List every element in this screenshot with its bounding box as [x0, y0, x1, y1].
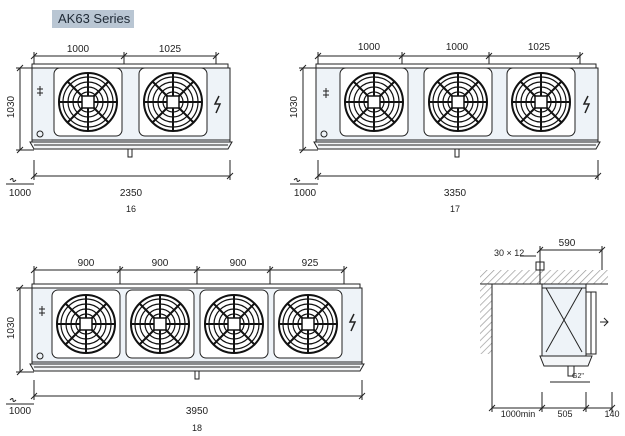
unit-17-model: 17: [450, 204, 460, 214]
unit-18-offset: 1000: [9, 406, 32, 417]
unit-17-dim-2: 1000: [446, 42, 469, 53]
side-fan-label: 140: [604, 409, 619, 419]
unit-16-height: 1030: [6, 95, 17, 118]
series-title: AK63 Series: [58, 11, 131, 26]
unit-16-dim-1: 1000: [67, 44, 90, 55]
unit-18-model: 18: [192, 423, 202, 433]
unit-17-offset: 1000: [294, 188, 317, 199]
fan-icon: [138, 67, 208, 137]
fan-icon: [506, 67, 576, 137]
fan-icon: [125, 289, 195, 359]
unit-18-dim-1: 900: [78, 258, 95, 269]
unit-18-dim-3: 900: [230, 258, 247, 269]
side-depth-label: 590: [559, 238, 576, 249]
unit-18-overall: 3950: [186, 406, 209, 417]
side-bolt-label: 30 × 12: [494, 248, 524, 258]
side-view-drawing: [480, 246, 616, 412]
side-body-label: 505: [557, 409, 572, 419]
unit-16-dim-2: 1025: [159, 44, 182, 55]
unit-17-dim-3: 1025: [528, 42, 551, 53]
fan-icon: [423, 67, 493, 137]
unit-17-dim-1: 1000: [358, 42, 381, 53]
unit-18-dim-2: 900: [152, 258, 169, 269]
unit-16-offset: 1000: [9, 188, 32, 199]
fan-icon: [53, 67, 123, 137]
fan-icon: [339, 67, 409, 137]
unit-18-dim-4: 925: [302, 258, 319, 269]
unit-17-height: 1030: [289, 95, 300, 118]
unit-18-height: 1030: [6, 316, 17, 339]
series-tab: [52, 10, 134, 28]
unit-17-overall: 3350: [444, 188, 467, 199]
unit-16-model: 16: [126, 204, 136, 214]
fan-icon: [51, 289, 121, 359]
fan-icon: [199, 289, 269, 359]
side-pipe-label: G2": [572, 373, 584, 380]
side-clearance-label: 1000min: [501, 409, 536, 419]
unit-16-overall: 2350: [120, 188, 143, 199]
fan-icon: [273, 289, 343, 359]
